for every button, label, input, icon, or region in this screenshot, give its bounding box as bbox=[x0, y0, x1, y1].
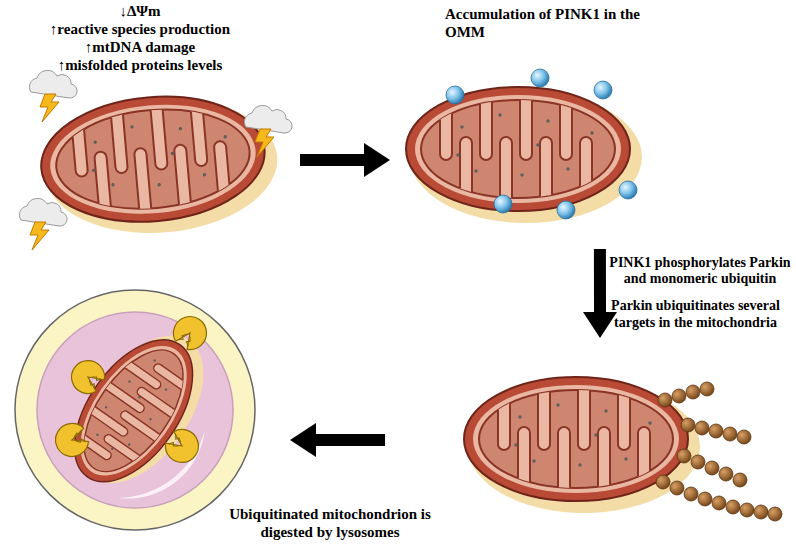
ubiquitin-bead bbox=[681, 418, 695, 432]
ubiquitin-bead bbox=[684, 487, 698, 501]
ubiquitin-bead bbox=[737, 430, 751, 444]
stage-text: ↑misfolded proteins levels bbox=[0, 56, 280, 74]
ubiquitin-bead bbox=[698, 492, 712, 506]
stage-node: Parkin ubiquitinates several targets in … bbox=[455, 360, 705, 525]
ubiquitin-bead bbox=[705, 461, 719, 475]
lysosomal-enzyme bbox=[168, 310, 213, 355]
ubiquitin-bead bbox=[709, 424, 723, 438]
ubiquitin-bead bbox=[686, 385, 700, 399]
pink1-mitochondrion bbox=[406, 85, 642, 223]
stress-cloud bbox=[19, 198, 67, 250]
lysosome-outer bbox=[15, 290, 255, 530]
lysosomal-enzyme bbox=[160, 424, 205, 469]
ubiquitin-bead bbox=[691, 455, 705, 469]
ubiquitin-bead bbox=[726, 500, 740, 514]
ubiquitinated-mitochondrion bbox=[464, 375, 700, 513]
stage-text: Ubiquitinated mitochondrion is digested … bbox=[210, 505, 450, 541]
ubiquitin-bead bbox=[656, 475, 670, 489]
stage-node: ↓ΔΨm↑reactive species production↑mtDNA d… bbox=[30, 80, 280, 240]
stress-cloud bbox=[29, 70, 77, 122]
pink1-sphere bbox=[531, 69, 549, 87]
ubiquitin-bead bbox=[733, 473, 747, 487]
pink1-sphere bbox=[494, 195, 512, 213]
text-group: Accumulation of PINK1 in the OMM bbox=[445, 5, 660, 41]
text-group: Ubiquitinated mitochondrion is digested … bbox=[210, 505, 450, 541]
stage-text: ↑reactive species production bbox=[0, 20, 280, 38]
arrow-label: PINK1 phosphorylates Parkin and monomeri… bbox=[602, 255, 796, 289]
lysosomal-enzyme bbox=[51, 419, 92, 461]
ubiquitin-bead bbox=[670, 481, 684, 495]
stage-node: Accumulation of PINK1 in the OMM bbox=[400, 75, 645, 225]
pink1-sphere bbox=[619, 181, 637, 199]
ubiquitin-bead bbox=[712, 496, 726, 510]
stage-text: ↑mtDNA damage bbox=[0, 38, 280, 56]
ubiquitin-bead bbox=[768, 507, 782, 521]
ubiquitin-bead bbox=[677, 449, 691, 463]
stress-cloud bbox=[244, 105, 292, 157]
flow-arrow bbox=[300, 143, 390, 177]
ubiquitin-bead bbox=[695, 421, 709, 435]
stage-text: Accumulation of PINK1 in the OMM bbox=[445, 5, 660, 41]
stage-text: Parkin ubiquitinates several targets in … bbox=[598, 298, 793, 332]
ubiquitin-bead bbox=[723, 427, 737, 441]
pink1-sphere bbox=[446, 86, 464, 104]
stage-text: ↓ΔΨm bbox=[0, 2, 280, 20]
stage-node: Ubiquitinated mitochondrion is digested … bbox=[15, 290, 255, 530]
ubiquitin-bead bbox=[700, 382, 714, 396]
ubiquitin-bead bbox=[672, 389, 686, 403]
pink1-proteins bbox=[446, 69, 637, 219]
ubiquitin-bead bbox=[719, 467, 733, 481]
ubiquitin-bead bbox=[754, 505, 768, 519]
ubiquitin-chains bbox=[656, 382, 782, 521]
ubiquitin-bead bbox=[658, 393, 672, 407]
text-group: Parkin ubiquitinates several targets in … bbox=[598, 298, 793, 332]
ubiquitin-bead bbox=[740, 503, 754, 517]
flow-arrow bbox=[290, 423, 385, 457]
damaged-mitochondrion bbox=[36, 85, 283, 243]
pink1-sphere bbox=[557, 201, 575, 219]
text-group: ↓ΔΨm↑reactive species production↑mtDNA d… bbox=[0, 2, 280, 74]
pink1-sphere bbox=[594, 81, 612, 99]
lysosomal-enzyme bbox=[65, 354, 110, 399]
